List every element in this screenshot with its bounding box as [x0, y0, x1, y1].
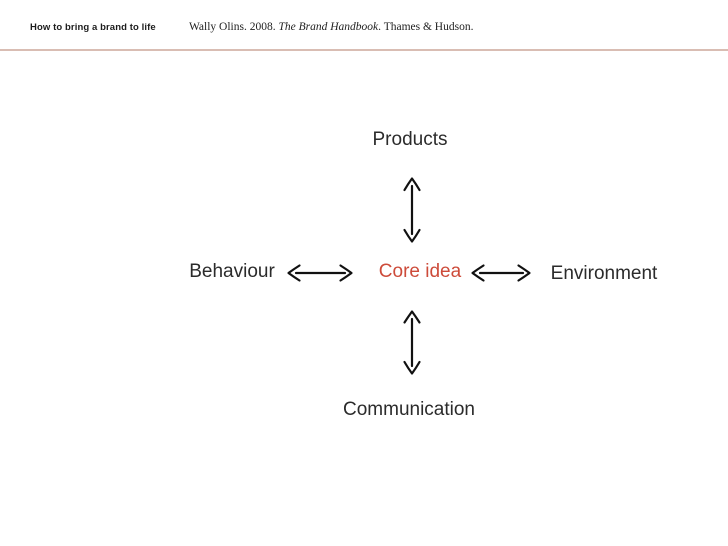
citation: Wally Olins. 2008. The Brand Handbook. T…: [189, 21, 473, 33]
citation-prefix: Wally Olins. 2008.: [189, 21, 279, 33]
diagram-node-behaviour: Behaviour: [189, 261, 275, 282]
citation-suffix: . Thames & Hudson.: [378, 21, 474, 33]
header-divider-line: [0, 49, 728, 51]
double-arrow-vertical-bottom-icon: [403, 310, 421, 375]
diagram-node-environment: Environment: [550, 263, 658, 284]
diagram-node-core-idea: Core idea: [378, 261, 462, 282]
diagram-node-communication: Communication: [343, 399, 475, 420]
double-arrow-horizontal-left-icon: [287, 264, 353, 282]
diagram-node-products: Products: [372, 129, 448, 150]
slide-header-title: How to bring a brand to life: [30, 22, 156, 33]
double-arrow-vertical-top-icon: [403, 177, 421, 243]
citation-book-title: The Brand Handbook: [278, 21, 379, 33]
double-arrow-horizontal-right-icon: [471, 264, 531, 282]
